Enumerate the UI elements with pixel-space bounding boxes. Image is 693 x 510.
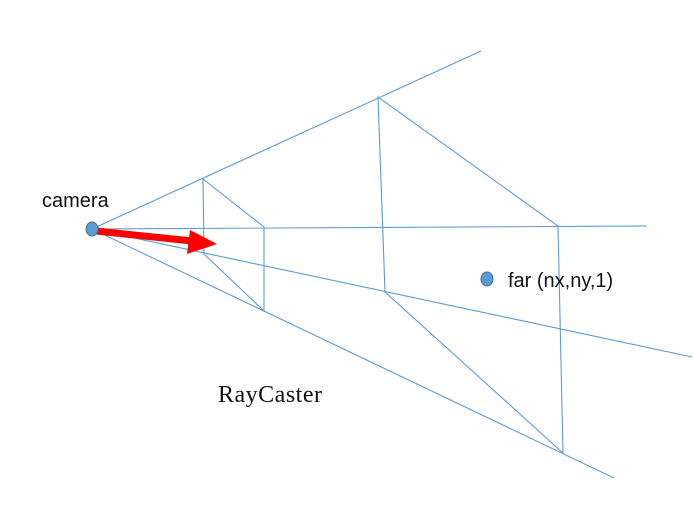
frustum-ray-center-upper: [91, 225, 648, 230]
camera-label: camera: [42, 190, 110, 212]
middle-plane: [377, 95, 564, 455]
ray-arrow-shaft: [95, 227, 193, 245]
frustum-ray-bottom: [91, 228, 615, 479]
diagram-title: RayCaster: [218, 382, 322, 408]
frustum-ray-center-lower: [91, 228, 693, 358]
camera-point: [85, 221, 99, 237]
frustum-rays: [91, 50, 693, 479]
far-point-label: far (nx,ny,1): [508, 270, 613, 292]
frustum-ray-top: [91, 50, 482, 230]
ray-arrow-head: [187, 230, 217, 254]
far-point: [480, 271, 494, 287]
ray-arrow: [95, 227, 217, 254]
near-plane: [202, 177, 265, 313]
